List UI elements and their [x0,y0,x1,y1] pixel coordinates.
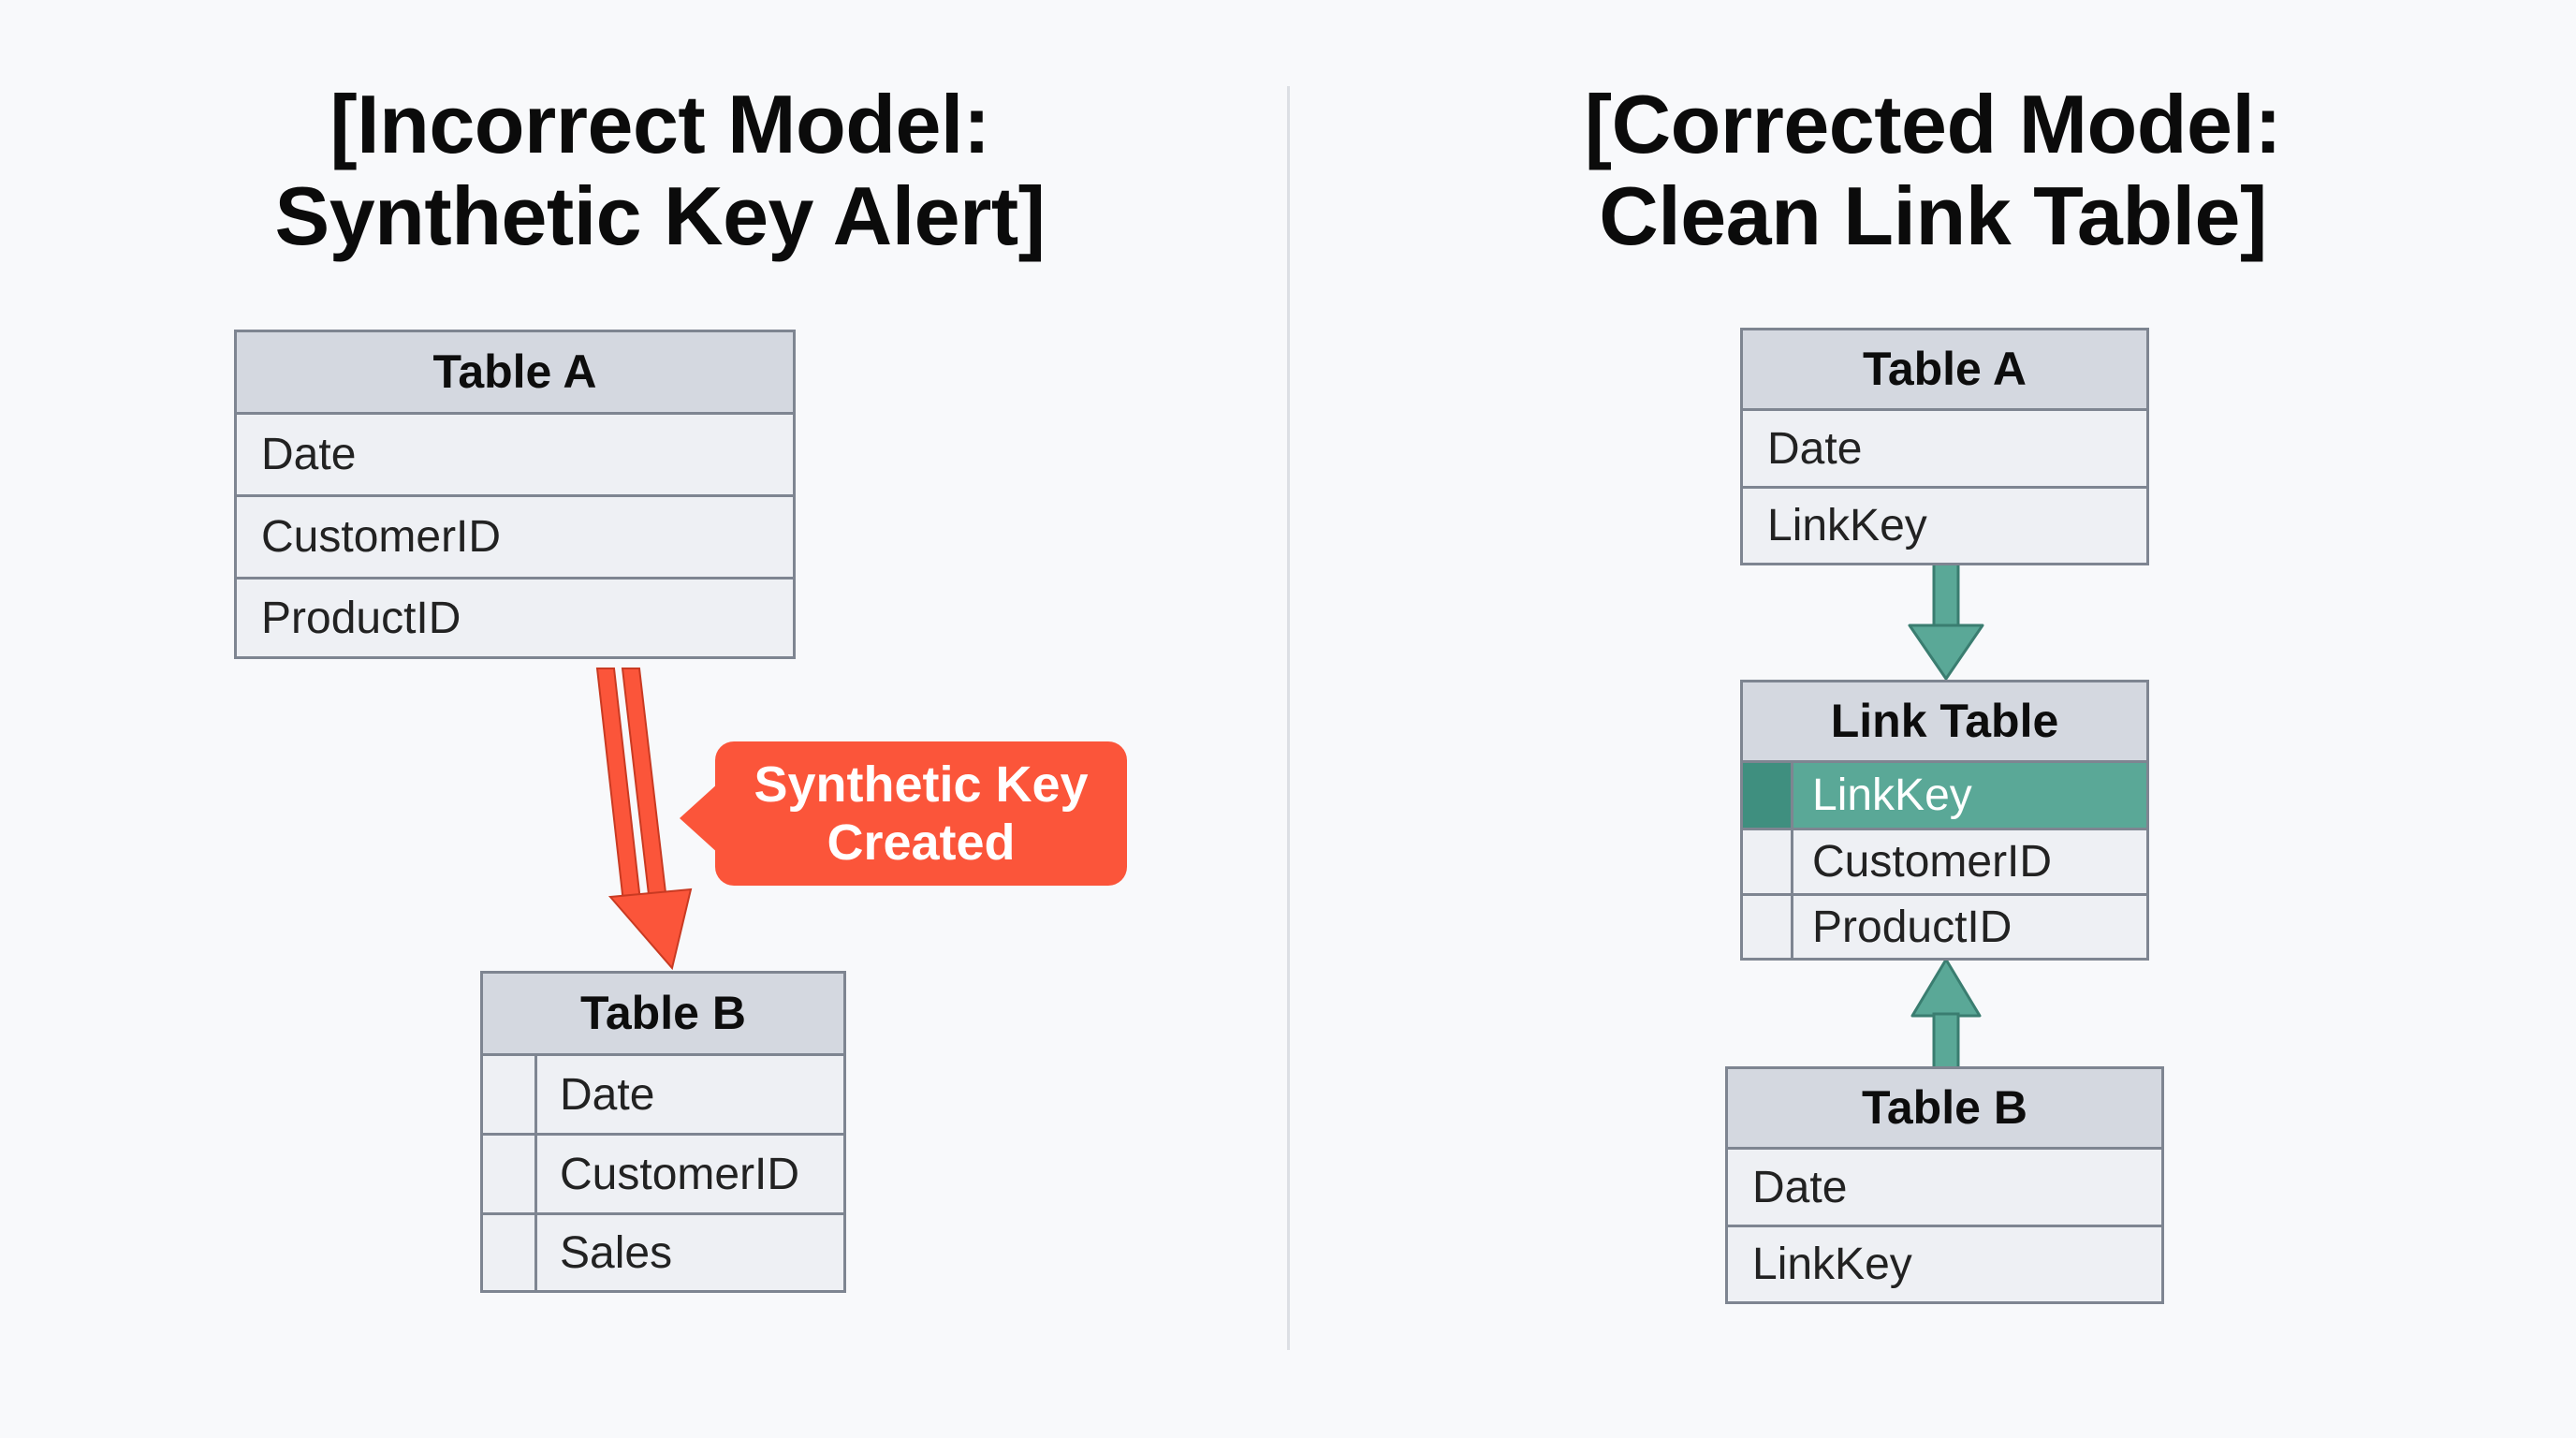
incorrect-model-title-line1: [Incorrect Model: [329,78,990,170]
table-row: Date [1728,1150,2161,1227]
field-label: Date [1752,1162,1848,1212]
left-table-a: Table A Date CustomerID ProductID [234,330,796,659]
field-label: Date [1767,423,1863,474]
corrected-model-title: [Corrected Model: Clean Link Table] [1348,79,2518,262]
key-column-cell [1743,763,1793,828]
table-row: LinkKey [1728,1227,2161,1301]
table-row: Sales [483,1215,843,1290]
corrected-model-title-line1: [Corrected Model: [1584,78,2282,170]
table-header: Table A [1743,330,2146,411]
field-label: CustomerID [560,1149,800,1199]
panel-divider [1287,86,1290,1350]
incorrect-model-title: [Incorrect Model: Synthetic Key Alert] [75,79,1245,262]
right-table-b: Table B Date LinkKey [1725,1066,2164,1304]
table-row: ProductID [237,580,793,656]
link-arrow-down [1908,562,1984,681]
field-label: Date [261,430,357,479]
field-label: CustomerID [1812,837,2053,887]
key-column-cell [483,1215,537,1290]
key-column-cell [1743,830,1793,893]
callout-line1: Synthetic Key [754,756,1089,813]
table-row: Date [1743,411,2146,489]
table-row: Date [483,1056,843,1136]
table-header: Link Table [1743,682,2146,763]
table-header: Table B [483,974,843,1056]
table-row: ProductID [1743,896,2146,958]
right-table-a: Table A Date LinkKey [1740,328,2149,565]
table-header: Table B [1728,1069,2161,1150]
field-label: Date [560,1069,655,1120]
field-label: LinkKey [1812,770,1972,820]
key-column-cell [1743,896,1793,958]
field-label: Sales [560,1227,673,1278]
callout-pointer [680,783,719,854]
field-label: LinkKey [1752,1240,1912,1289]
table-row: Date [237,415,793,497]
table-row: LinkKey [1743,489,2146,563]
field-label: LinkKey [1767,501,1927,550]
left-table-b: Table B Date CustomerID Sales [480,971,846,1293]
field-label: ProductID [261,593,461,643]
key-column-cell [483,1136,537,1212]
key-column-cell [483,1056,537,1133]
table-row: CustomerID [483,1136,843,1215]
table-row: CustomerID [1743,830,2146,896]
synthetic-key-arrow [595,668,693,971]
table-header: Table A [237,332,793,415]
callout-line2: Created [827,814,1016,871]
corrected-model-title-line2: Clean Link Table] [1599,169,2267,262]
field-label: CustomerID [261,512,502,562]
link-table: Link Table LinkKey CustomerID ProductID [1740,680,2149,961]
incorrect-model-title-line2: Synthetic Key Alert] [274,169,1046,262]
link-arrow-up [1910,958,1982,1070]
table-row-highlighted: LinkKey [1743,763,2146,830]
table-row: CustomerID [237,497,793,580]
field-label: ProductID [1812,902,2012,952]
synthetic-key-callout: Synthetic Key Created [715,741,1127,886]
